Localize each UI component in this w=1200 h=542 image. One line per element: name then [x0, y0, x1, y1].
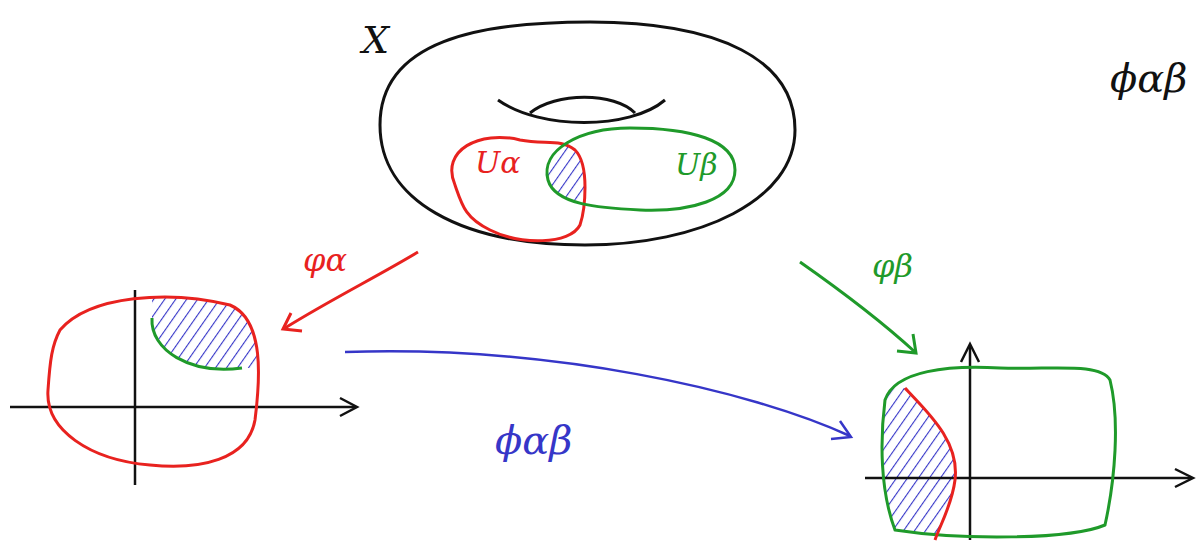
- x-axis: [10, 406, 355, 409]
- chart-domain-beta: Uβ: [538, 122, 742, 218]
- overlap-boundary: [905, 388, 955, 540]
- overlap-hatch: [547, 128, 735, 210]
- overlap-boundary: [152, 318, 242, 369]
- outline-stroke: [530, 97, 635, 113]
- outline-stroke: [452, 137, 585, 240]
- outline-stroke: [380, 22, 795, 245]
- arrowhead: [897, 334, 916, 353]
- map-label: φα: [303, 244, 347, 276]
- chart-domain-alpha: Uα: [445, 128, 593, 248]
- manifold-torus: XUαUβ: [370, 15, 800, 250]
- outline: [445, 128, 593, 248]
- map-symbol: ϕαβ: [1110, 58, 1187, 98]
- open-set-label: Uβ: [675, 150, 718, 180]
- arrowhead: [831, 421, 851, 439]
- axis-arrowhead: [1175, 469, 1193, 487]
- y-axis: [134, 290, 137, 485]
- space-label: X: [362, 21, 389, 59]
- arrowhead: [283, 313, 302, 331]
- outline: [370, 15, 800, 250]
- y-axis: [969, 346, 972, 540]
- right-chart: [865, 344, 1193, 540]
- map-label: φβ: [872, 250, 913, 282]
- open-set-label: Uα: [475, 148, 521, 178]
- outline-stroke: [547, 128, 735, 210]
- axis-arrowhead: [340, 398, 357, 416]
- left-chart: [10, 290, 357, 485]
- x-axis: [865, 477, 1192, 480]
- map-label: ϕαβ: [495, 420, 572, 460]
- transition-map-arrow: [345, 351, 850, 436]
- axis-arrowhead: [961, 344, 979, 362]
- chart-image-alpha: [48, 297, 259, 466]
- outline-stroke: [498, 100, 665, 123]
- chart-image-beta: [882, 367, 1115, 537]
